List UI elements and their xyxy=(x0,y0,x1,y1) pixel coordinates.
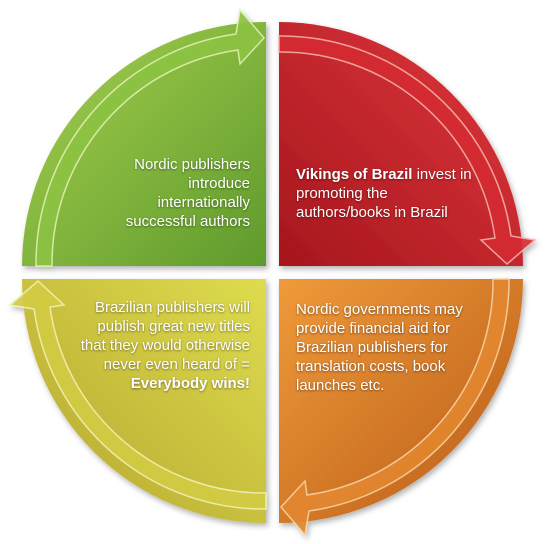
quadrant-bottom-left xyxy=(8,279,267,523)
quadrant-top-right xyxy=(278,22,537,266)
quadrant-top-left xyxy=(22,8,266,267)
arrow-top-left xyxy=(35,8,266,267)
quadrant-text-top-right: Vikings of Brazil invest in promoting th… xyxy=(296,165,476,222)
arrow-top-right xyxy=(278,35,537,266)
quadrant-bottom-right xyxy=(279,278,523,537)
bottom-left-bold-text: Everybody wins! xyxy=(130,375,250,392)
quadrant-text-top-left: Nordic publishers introduce internationa… xyxy=(110,155,250,231)
bottom-right-text: Nordic governments may provide financial… xyxy=(296,301,463,394)
top-right-text: invest in promoting the authors/books in… xyxy=(296,166,472,221)
quadrant-text-bottom-left: Brazilian publishers will publish great … xyxy=(70,298,250,393)
arrow-bottom-right xyxy=(279,278,510,537)
top-right-bold-text: Vikings of Brazil xyxy=(296,166,413,183)
top-left-text: Nordic publishers introduce internationa… xyxy=(125,156,250,230)
quadrant-text-bottom-right: Nordic governments may provide financial… xyxy=(296,300,481,395)
bottom-left-text: Brazilian publishers will publish great … xyxy=(80,299,250,373)
arrow-bottom-left xyxy=(8,279,267,510)
